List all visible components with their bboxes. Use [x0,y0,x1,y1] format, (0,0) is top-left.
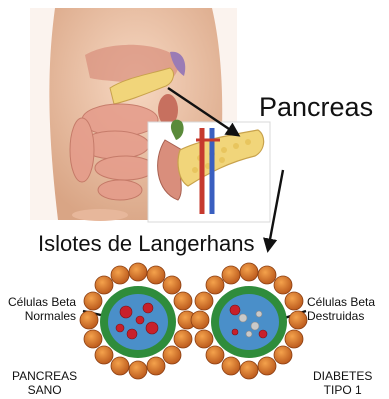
destroyed-cells-label: Células Beta Destruidas [307,296,375,324]
healthy-pancreas-label: PANCREAS SANO [12,370,77,398]
normal-cells-label: Células Beta Normales [8,296,76,324]
islet-type1 [191,263,307,379]
islet-healthy [80,263,196,379]
islets-title: Islotes de Langerhans [38,233,255,255]
type1-diabetes-label: DIABETES TIPO 1 [313,370,372,398]
pancreas-closeup [148,120,270,222]
pancreas-title: Pancreas [259,94,373,121]
